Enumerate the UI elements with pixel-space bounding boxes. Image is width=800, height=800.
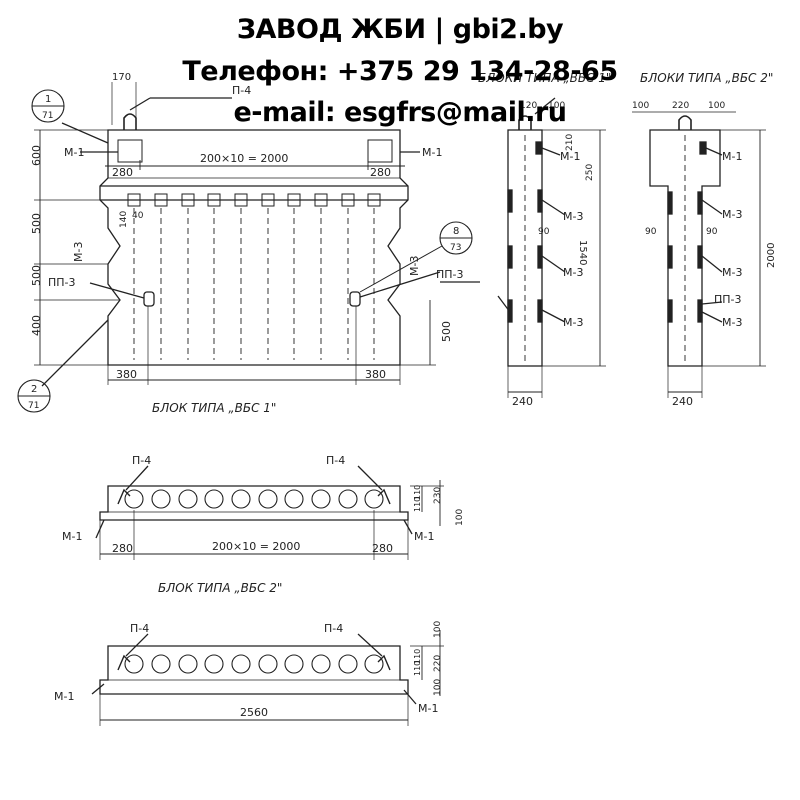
dim-90-left: 90: [645, 227, 657, 237]
bottom-plan-labels: П-4 П-4 М-1 М-1 2560 100 110 110 220 100: [54, 621, 443, 719]
vbs2-plan-view: [95, 465, 444, 560]
label-m1-side1: М-1: [560, 150, 580, 163]
callout-1-num: 1: [45, 94, 51, 105]
callout-1-sheet: 71: [42, 111, 53, 121]
dim-plan-100: 100: [455, 509, 465, 526]
label-m1-bottom-left: М-1: [54, 690, 74, 703]
label-m3-side2-c: М-3: [722, 316, 742, 329]
label-m1-side2: М-1: [722, 150, 742, 163]
dim-width-240b: 240: [672, 395, 693, 408]
void-circles-row1: [124, 489, 384, 509]
vbs1-front-view: [17, 82, 480, 413]
dim-height-2000: 2000: [766, 243, 777, 268]
dim-bottom-length: 2560: [240, 706, 268, 719]
label-p4-bottom-right: П-4: [324, 622, 343, 635]
label-m3-side1-b: М-3: [563, 266, 583, 279]
vbs1-side-labels: БЛОКИ ТИПА „ВБС 1" 120 100 210 250 90 15…: [478, 71, 611, 408]
dim-plan-230: 230: [433, 487, 443, 504]
header-phone: Телефон: +375 29 134-28-65: [182, 56, 618, 87]
vbs1-side-title: БЛОКИ ТИПА „ВБС 1": [478, 71, 611, 85]
label-m1-left: М-1: [64, 146, 84, 159]
label-m3-left: М-3: [72, 242, 85, 262]
dim-top-a: 120: [520, 101, 537, 111]
label-m1-right: М-1: [422, 146, 442, 159]
label-m3-side2-a: М-3: [722, 208, 742, 221]
bottom-plan-outline: [99, 645, 409, 695]
label-p4-bottom-left: П-4: [130, 622, 149, 635]
dim-bottom-right: 380: [365, 368, 386, 381]
label-p4-plan-right: П-4: [326, 454, 345, 467]
dim-90: 90: [538, 227, 550, 237]
dim-plan-middle: 200×10 = 2000: [212, 540, 300, 553]
dim-slot-h: 40: [132, 211, 144, 221]
dim-right-h: 500: [440, 321, 453, 342]
vbs2-plan-outline: [99, 485, 409, 521]
vbs1-front-labels: 170 П-4 280 200×10 = 2000 280 М-1 М-1 14…: [28, 72, 464, 415]
bottom-plan-view: [91, 630, 444, 726]
vbs2-plan-labels: П-4 П-4 М-1 М-1 280 200×10 = 2000 280 11…: [62, 454, 465, 595]
dim-90-right: 90: [706, 227, 718, 237]
vbs1-front-outline: [99, 129, 409, 366]
dim-bottom-220: 220: [433, 655, 443, 672]
label-m3-side1-a: М-3: [563, 210, 583, 223]
dim-width-240: 240: [512, 395, 533, 408]
dim-slot-w: 140: [119, 211, 129, 228]
dim-middle: 200×10 = 2000: [200, 152, 288, 165]
dim-h3: 500: [30, 265, 43, 286]
label-m1-bottom-right: М-1: [418, 702, 438, 715]
dim-bottom-110a: 110: [413, 649, 422, 664]
vbs2-side-view: [632, 111, 766, 398]
dim-bottom-left: 380: [116, 368, 137, 381]
dim-h1: 600: [30, 145, 43, 166]
label-m3-side2-b: М-3: [722, 266, 742, 279]
label-pp3-right: ПП-3: [436, 268, 464, 281]
header-title: ЗАВОД ЖБИ | gbi2.by: [236, 14, 564, 45]
pp3-right-icon: [349, 291, 361, 307]
dim-top-b: 100: [548, 101, 565, 111]
dim-plan-110a: 110: [413, 485, 422, 500]
label-m3-side1-c: М-3: [563, 316, 583, 329]
caption-vbs1: БЛОК ТИПА „ВБС 1": [152, 401, 276, 415]
vbs2-side-labels: БЛОКИ ТИПА „ВБС 2" 100 220 100 90 90 200…: [632, 71, 777, 408]
callout-8-num: 8: [453, 226, 459, 237]
vbs2-side-title: БЛОКИ ТИПА „ВБС 2": [640, 71, 773, 85]
label-pp3-left: ПП-3: [48, 276, 76, 289]
label-m1-plan-right: М-1: [414, 530, 434, 543]
dim-height-1540: 1540: [577, 240, 588, 265]
dim-h4: 400: [30, 315, 43, 336]
label-p4-top: П-4: [232, 84, 251, 97]
dim-plan-right: 280: [372, 542, 393, 555]
dim-bottom-110b: 110: [413, 661, 422, 676]
dim-top-220: 220: [672, 101, 689, 111]
callout-8-sheet: 73: [450, 243, 461, 253]
dim-bottom-100: 100: [433, 621, 443, 638]
slot-row: [127, 193, 381, 207]
dim-210: 210: [565, 134, 575, 151]
header-email: e-mail: esgfrs@mail.ru: [233, 97, 567, 128]
dim-right-end: 280: [370, 166, 391, 179]
dim-top-100b: 100: [708, 101, 725, 111]
callout-2-sheet: 71: [28, 401, 39, 411]
label-m3-right: М-3: [408, 256, 421, 276]
label-pp3-side2: ПП-3: [714, 293, 742, 306]
caption-vbs2: БЛОК ТИПА „ВБС 2": [158, 581, 282, 595]
label-m1-plan-left: М-1: [62, 530, 82, 543]
dim-bottom-100b: 100: [433, 679, 443, 696]
dim-left-end: 280: [112, 166, 133, 179]
dim-250: 250: [585, 164, 595, 181]
pp3-left-icon: [143, 291, 155, 307]
vbs1-side-view: [497, 97, 606, 398]
void-circles-row2: [124, 654, 384, 674]
dim-plan-110b: 110: [413, 497, 422, 512]
dim-plan-left: 280: [112, 542, 133, 555]
callout-2-num: 2: [31, 384, 37, 395]
dim-h2: 500: [30, 213, 43, 234]
label-p4-plan-left: П-4: [132, 454, 151, 467]
dim-top-100a: 100: [632, 101, 649, 111]
dim-top-offset: 170: [112, 72, 131, 83]
